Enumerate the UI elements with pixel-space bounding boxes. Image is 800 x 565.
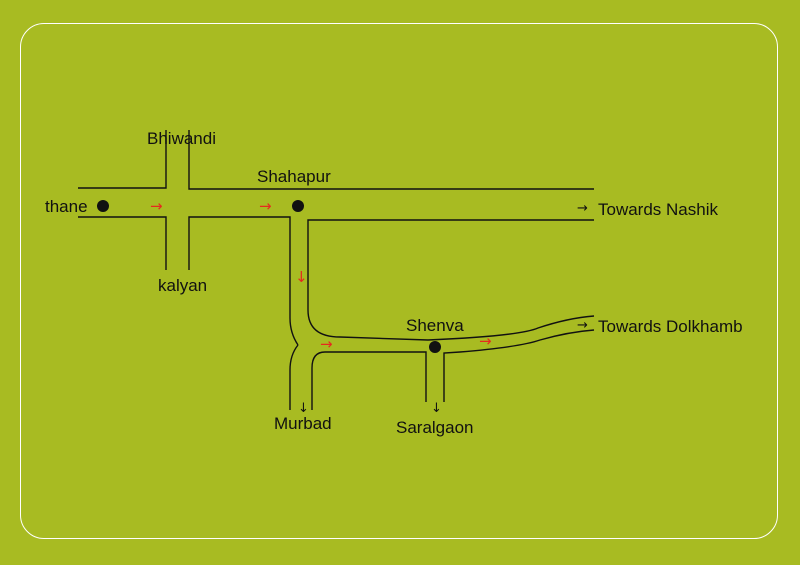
road-main-top-right bbox=[188, 130, 594, 190]
route-arrow-right: → bbox=[150, 197, 163, 215]
shenva-junction-dot bbox=[429, 341, 441, 353]
label-towards-dolkhamb: Towards Dolkhamb bbox=[598, 317, 743, 336]
direction-arrow-down: ↓ bbox=[431, 401, 442, 416]
label-towards-nashik: Towards Nashik bbox=[598, 200, 718, 219]
shahapur-junction-dot bbox=[292, 200, 304, 212]
route-arrow-right: → bbox=[320, 335, 333, 353]
road-murbad-left bbox=[289, 344, 299, 410]
label-shenva: Shenva bbox=[406, 316, 464, 335]
label-murbad: Murbad bbox=[274, 414, 332, 433]
road-main-top-left bbox=[78, 130, 167, 189]
label-bhiwandi: Bhiwandi bbox=[147, 129, 216, 148]
label-kalyan: kalyan bbox=[158, 276, 207, 295]
road-dolkhamb-lower bbox=[443, 329, 595, 402]
label-saralgaon: Saralgaon bbox=[396, 418, 474, 437]
road-main-bottom-mid bbox=[188, 216, 299, 346]
thane-junction-dot bbox=[97, 200, 109, 212]
road-main-bottom-right bbox=[307, 219, 595, 341]
route-arrow-right: → bbox=[259, 197, 272, 215]
route-arrow-down: ↓ bbox=[295, 268, 308, 286]
direction-arrow-down: ↓ bbox=[298, 401, 309, 416]
map-frame bbox=[20, 23, 778, 539]
road-murbad-right bbox=[311, 351, 427, 410]
label-shahapur: Shahapur bbox=[257, 167, 331, 186]
direction-arrow-right: → bbox=[577, 318, 588, 333]
direction-arrow-right: → bbox=[577, 201, 588, 216]
route-arrow-right: → bbox=[479, 332, 492, 350]
road-main-bottom-left bbox=[78, 216, 167, 270]
label-thane: thane bbox=[45, 197, 88, 216]
